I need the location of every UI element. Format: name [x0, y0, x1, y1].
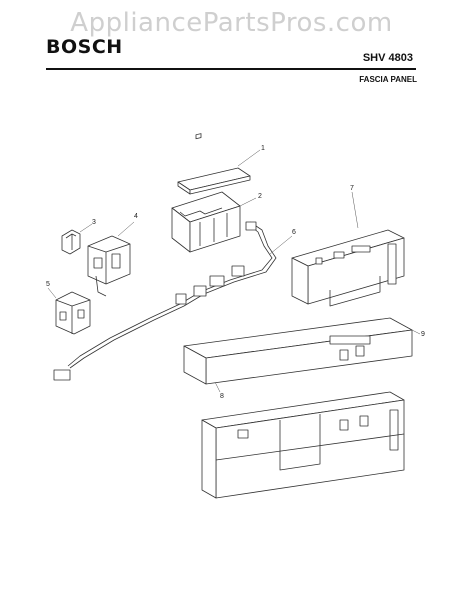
header-rule [46, 68, 416, 70]
callout-8: 8 [220, 393, 224, 400]
part-4-switch-block [87, 235, 131, 297]
callout-6: 6 [292, 229, 296, 236]
part-1-indicator-strip [177, 133, 251, 195]
section-title: FASCIA PANEL [359, 75, 417, 84]
callout-5: 5 [46, 281, 50, 288]
callout-4: 4 [134, 213, 138, 220]
part-2-control-module [171, 191, 241, 253]
part-3-connector-upper [61, 229, 81, 255]
part-6-wiring-harness [53, 221, 277, 381]
part-7-fascia-panel [291, 229, 405, 307]
model-number: SHV 4803 [362, 52, 413, 64]
callout-3: 3 [92, 219, 96, 226]
callout-9: 9 [421, 331, 425, 338]
callout-7: 7 [350, 185, 354, 192]
part-9-main-panel [183, 317, 413, 499]
callout-2: 2 [258, 193, 262, 200]
brand-logo: BOSCH [46, 36, 123, 58]
callout-1: 1 [261, 145, 265, 152]
part-5-door-switch [55, 291, 91, 335]
watermark: AppliancePartsPros.com [70, 8, 393, 38]
